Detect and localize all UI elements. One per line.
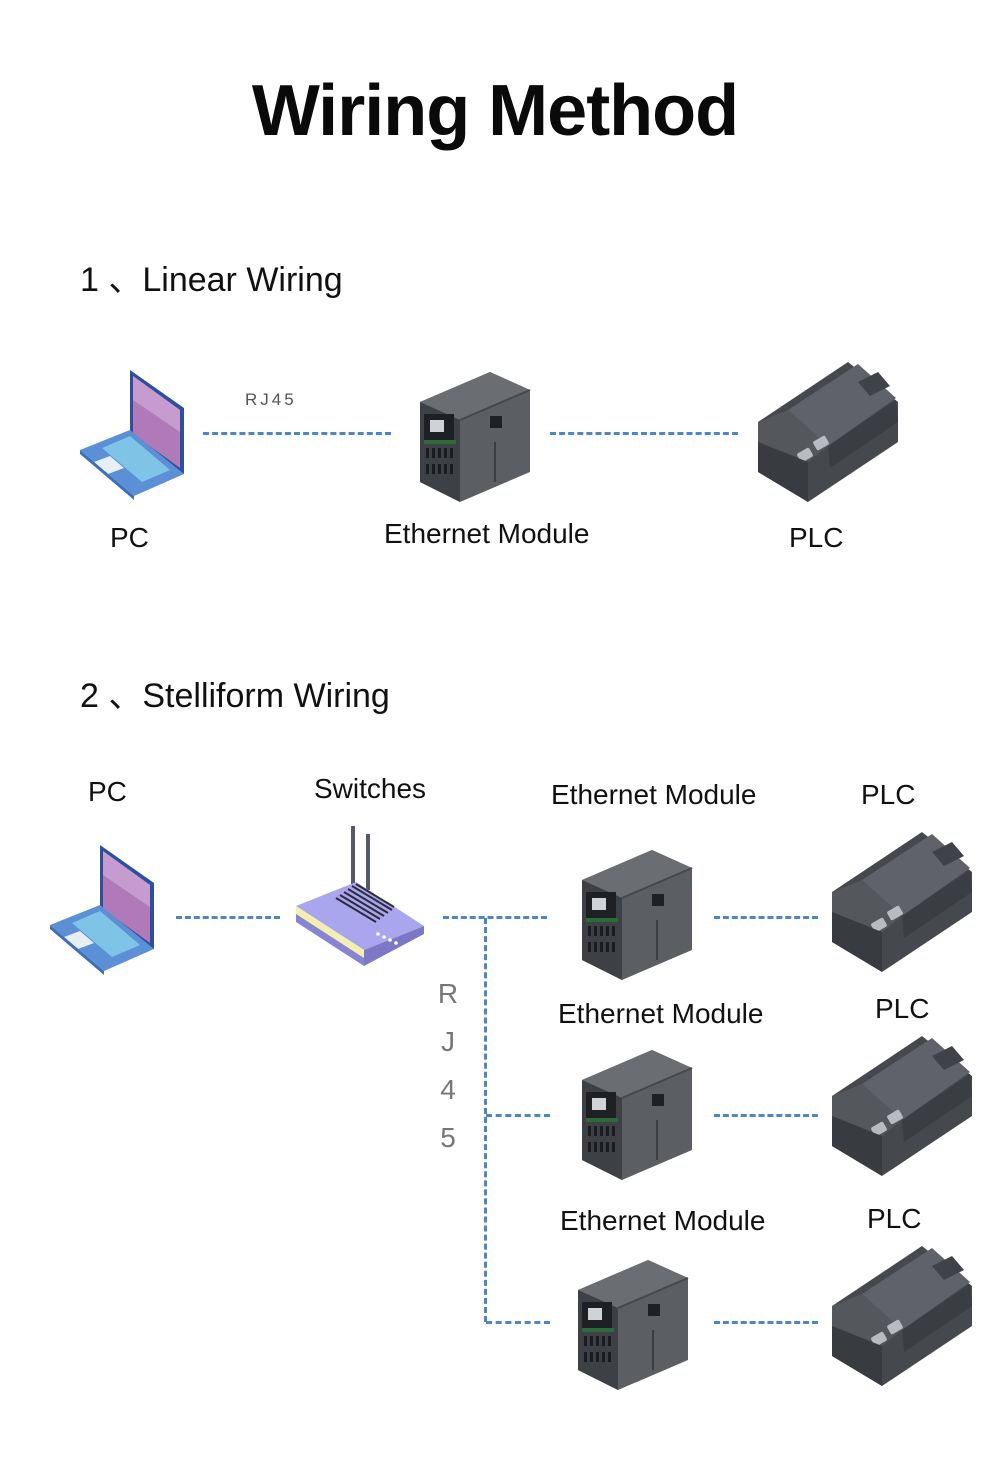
plc-icon — [758, 362, 898, 502]
rj45-cable-pc-module — [203, 432, 391, 435]
rj45-letter: J — [441, 1026, 455, 1057]
branch-2-cable-module-plc — [714, 1114, 818, 1117]
stelliform-heading: 2 、Stelliform Wiring — [80, 677, 390, 715]
branch-2-plc-label: PLC — [875, 993, 930, 1024]
rj45-letter: 4 — [440, 1074, 456, 1105]
cable-trunk-branch-3 — [486, 1321, 550, 1324]
rj45-trunk-cable — [484, 918, 487, 1322]
cable-pc-switch — [176, 916, 280, 919]
branch-1-cable-module-plc — [714, 916, 818, 919]
branch-3-module-label: Ethernet Module — [560, 1205, 766, 1236]
branch-1-plc-label: PLC — [861, 779, 916, 810]
linear-heading: 1 、Linear Wiring — [80, 261, 343, 299]
cable-trunk-branch-2 — [486, 1114, 550, 1117]
cable-switch-branch-1 — [443, 916, 547, 919]
branch-3-cable-module-plc — [714, 1321, 818, 1324]
branch-3-ethernet-module-icon — [568, 1260, 698, 1390]
rj45-letter: 5 — [440, 1122, 456, 1153]
branch-2-module-label: Ethernet Module — [558, 998, 764, 1029]
rj45-vertical-label: R J 4 5 — [433, 970, 463, 1162]
page-title: Wiring Method — [251, 71, 739, 151]
switches-label: Switches — [314, 773, 427, 804]
ethernet-module-label: Ethernet Module — [384, 518, 590, 549]
ethernet-module-icon — [410, 372, 540, 502]
branch-1-plc-icon — [832, 832, 972, 972]
branch-3-plc-icon — [832, 1246, 972, 1386]
star-laptop-icon — [50, 845, 160, 975]
pc-label: PC — [110, 522, 149, 553]
rj45-letter: R — [437, 978, 459, 1009]
branch-1-module-label: Ethernet Module — [551, 779, 757, 810]
router-switch-icon — [296, 826, 426, 966]
plc-label: PLC — [789, 522, 844, 553]
branch-3-plc-label: PLC — [867, 1203, 922, 1234]
laptop-icon — [80, 370, 190, 500]
star-pc-label: PC — [88, 776, 127, 807]
branch-2-plc-icon — [832, 1036, 972, 1176]
branch-1-ethernet-module-icon — [572, 850, 702, 980]
branch-2-ethernet-module-icon — [572, 1050, 702, 1180]
rj45-label: RJ45 — [245, 390, 297, 409]
cable-module-plc — [550, 432, 738, 435]
